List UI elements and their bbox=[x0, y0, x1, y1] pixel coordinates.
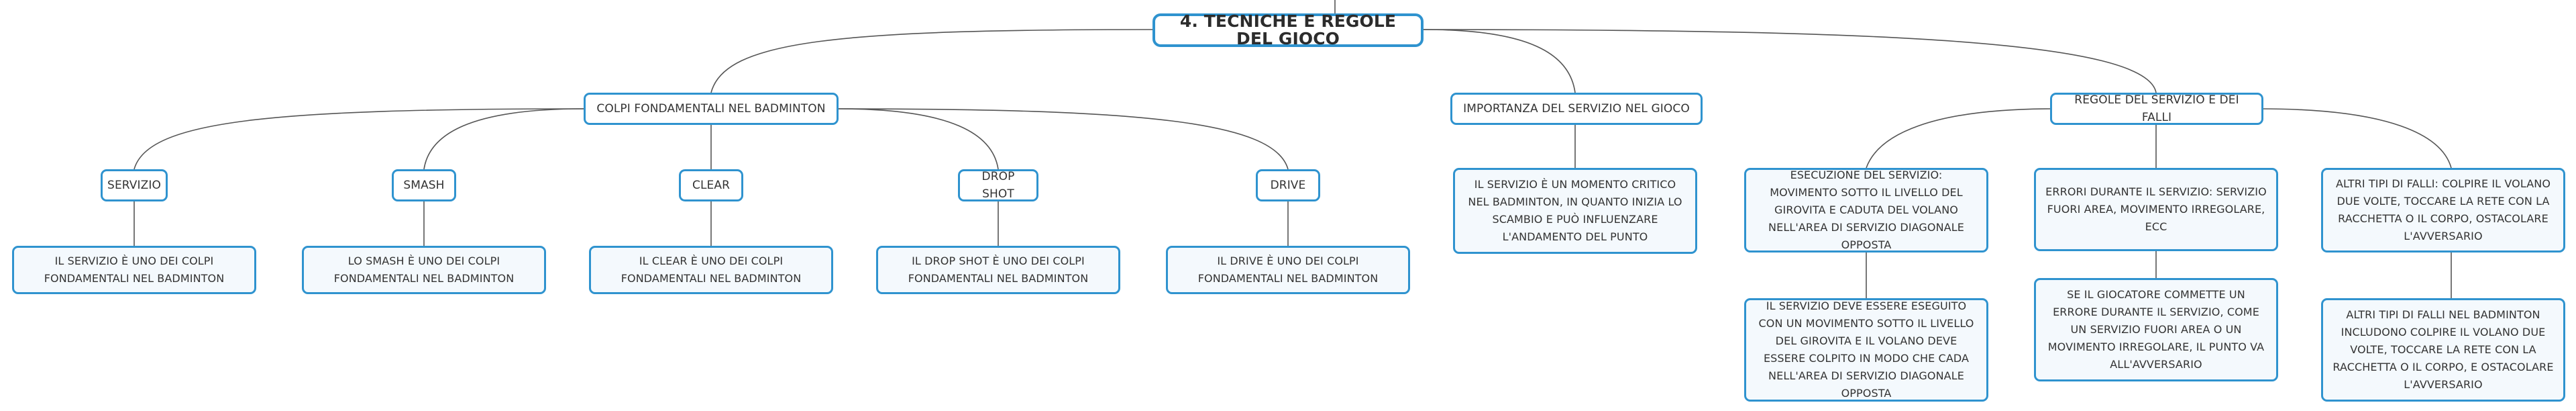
connector-line bbox=[1866, 108, 2053, 169]
connector-line bbox=[710, 29, 1153, 93]
detail-altri-falli[interactable]: ALTRI TIPI DI FALLI NEL BADMINTON INCLUD… bbox=[2321, 298, 2565, 402]
topic-clear[interactable]: CLEAR bbox=[679, 169, 743, 201]
detail-smash[interactable]: LO SMASH È UNO DEI COLPI FONDAMENTALI NE… bbox=[302, 246, 546, 294]
topic-smash[interactable]: SMASH bbox=[392, 169, 456, 201]
topic-esecuzione-servizio[interactable]: ESECUZIONE DEL SERVIZIO: MOVIMENTO SOTTO… bbox=[1744, 168, 1988, 253]
detail-drop-shot[interactable]: IL DROP SHOT È UNO DEI COLPI FONDAMENTAL… bbox=[876, 246, 1120, 294]
detail-esecuzione-servizio[interactable]: IL SERVIZIO DEVE ESSERE ESEGUITO CON UN … bbox=[1744, 298, 1988, 402]
connector-line bbox=[838, 108, 999, 170]
topic-regole-servizio-falli[interactable]: REGOLE DEL SERVIZIO E DEI FALLI bbox=[2050, 93, 2263, 125]
connector-line bbox=[133, 108, 584, 170]
detail-importanza-servizio[interactable]: IL SERVIZIO È UN MOMENTO CRITICO NEL BAD… bbox=[1453, 168, 1697, 254]
connector-line bbox=[1423, 29, 2157, 93]
topic-drive[interactable]: DRIVE bbox=[1256, 169, 1320, 201]
topic-altri-falli[interactable]: ALTRI TIPI DI FALLI: COLPIRE IL VOLANO D… bbox=[2321, 168, 2565, 253]
detail-drive[interactable]: IL DRIVE È UNO DEI COLPI FONDAMENTALI NE… bbox=[1166, 246, 1410, 294]
topic-importanza-servizio[interactable]: IMPORTANZA DEL SERVIZIO NEL GIOCO bbox=[1450, 93, 1703, 125]
connector-line bbox=[838, 108, 1289, 170]
detail-servizio[interactable]: IL SERVIZIO È UNO DEI COLPI FONDAMENTALI… bbox=[12, 246, 256, 294]
topic-servizio[interactable]: SERVIZIO bbox=[101, 169, 168, 201]
detail-errori-servizio[interactable]: SE IL GIOCATORE COMMETTE UN ERRORE DURAN… bbox=[2034, 278, 2278, 381]
connector-line bbox=[1423, 29, 1576, 93]
topic-errori-servizio[interactable]: ERRORI DURANTE IL SERVIZIO: SERVIZIO FUO… bbox=[2034, 168, 2278, 251]
connector-line bbox=[2260, 108, 2452, 169]
topic-drop-shot[interactable]: DROP SHOT bbox=[958, 169, 1038, 201]
connector-line bbox=[423, 108, 584, 170]
root-topic[interactable]: 4. TECNICHE E REGOLE DEL GIOCO bbox=[1152, 13, 1424, 48]
detail-clear[interactable]: IL CLEAR È UNO DEI COLPI FONDAMENTALI NE… bbox=[589, 246, 833, 294]
topic-colpi-fondamentali[interactable]: COLPI FONDAMENTALI NEL BADMINTON bbox=[584, 93, 839, 125]
